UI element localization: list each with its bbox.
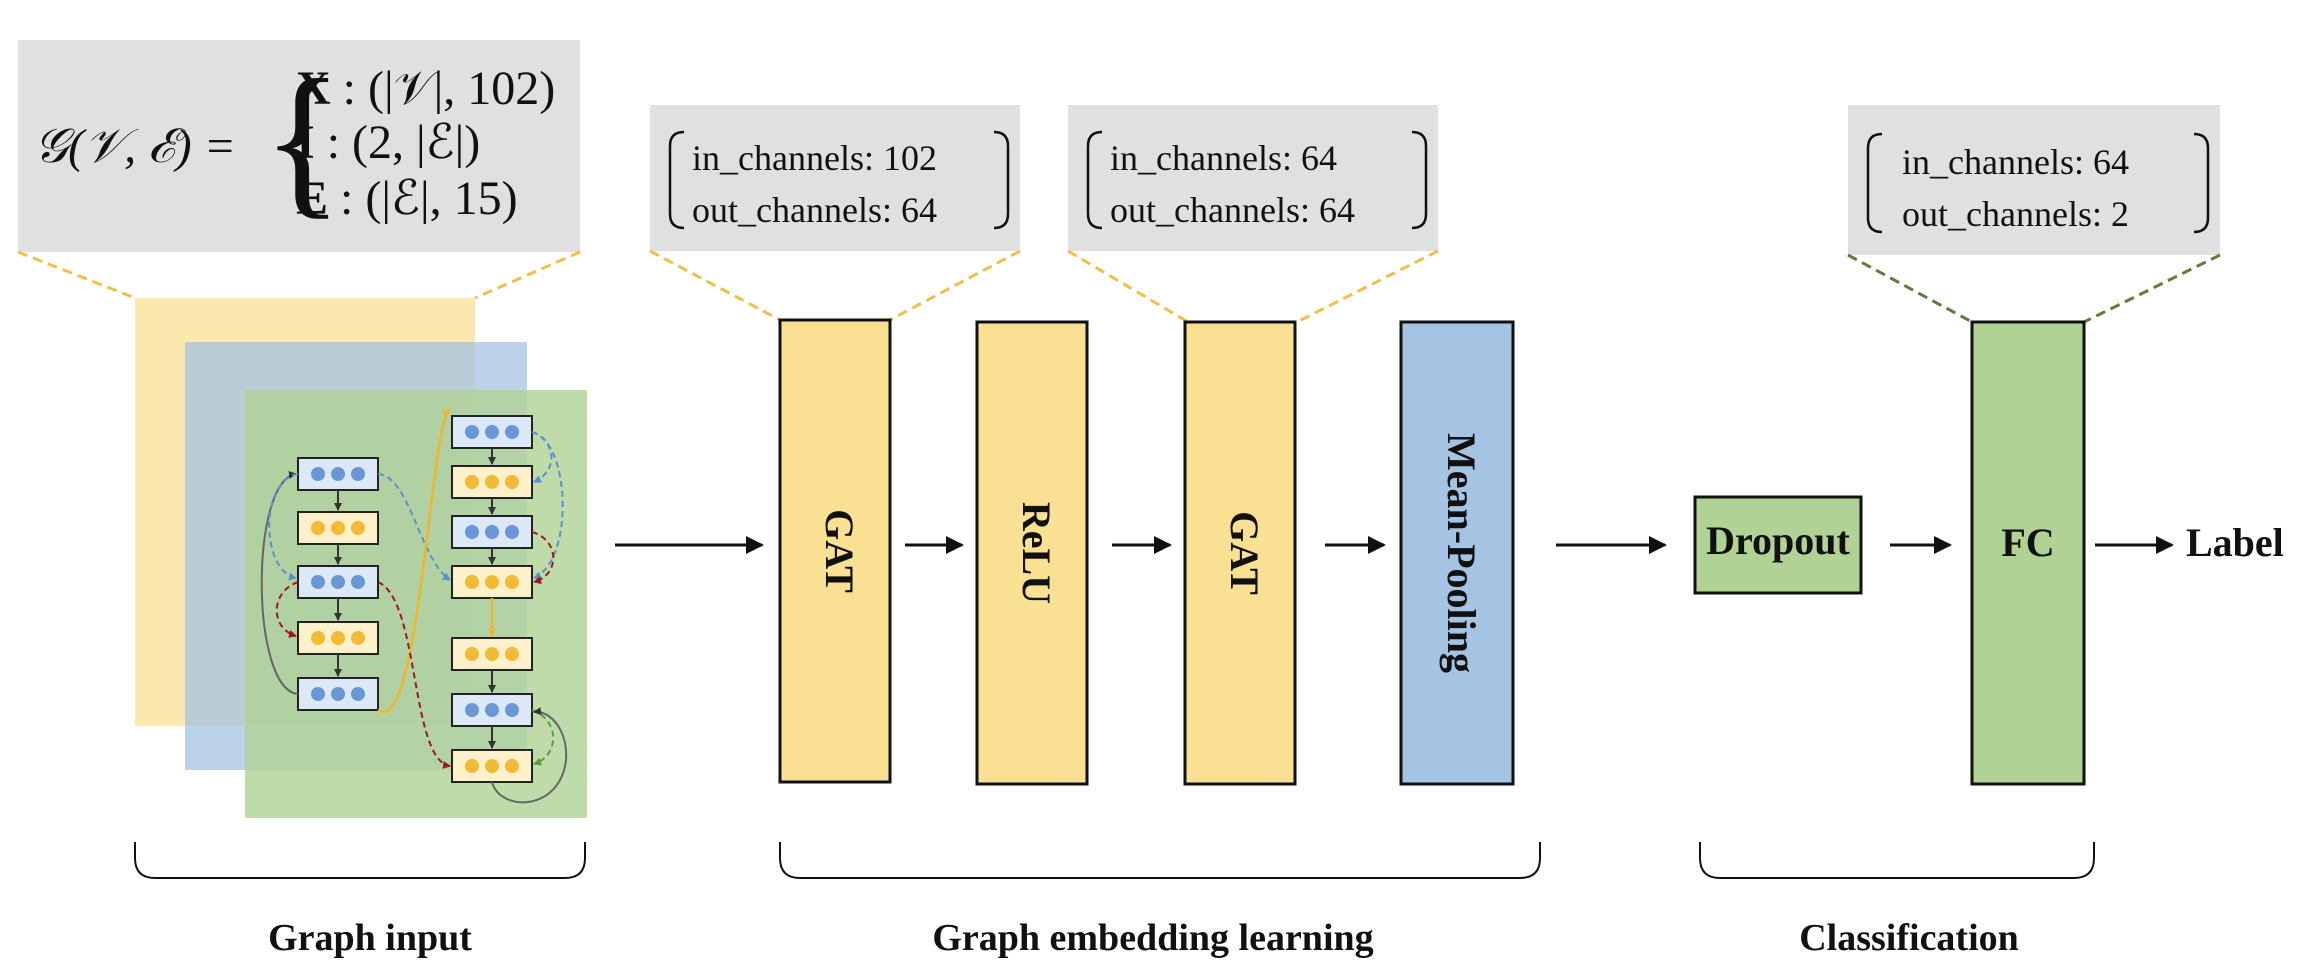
brace-graph-input	[134, 842, 586, 879]
graph-input-layers	[135, 298, 587, 818]
gat2-out-channels: out_channels: 64	[1110, 190, 1355, 230]
graph-definition-connector-left	[17, 250, 136, 300]
dropout-block-label: Dropout	[1706, 518, 1850, 563]
fc-connector-right	[2083, 253, 2221, 324]
brace-classification	[1699, 842, 2095, 879]
graph-node-yellow	[451, 465, 533, 499]
graph-node-yellow	[451, 565, 533, 599]
graph-node-blue	[297, 457, 379, 491]
graph-edge-red-dashed	[531, 531, 555, 585]
fc-block: FC	[1970, 320, 2086, 786]
graph-illustration	[260, 408, 568, 804]
section-braces	[134, 842, 2095, 879]
gat2-parameters-left-bracket	[1086, 130, 1103, 230]
graph-definition-brace: {	[262, 45, 344, 233]
graph-definition-line-i: I : (2, |ℰ|)	[296, 116, 480, 169]
graph-definition-symbol-i: I	[296, 116, 315, 169]
graph-edge-blue-dashed	[377, 473, 451, 581]
gat2-block: GAT	[1183, 320, 1297, 786]
fc-parameters: in_channels: 64 out_channels: 2	[1847, 105, 2221, 324]
fc-block-label: FC	[2001, 520, 2054, 565]
graph-node-yellow	[451, 637, 533, 671]
gat2-connector-right	[1296, 249, 1439, 324]
graph-edge-blue-dashed	[268, 473, 299, 581]
gat1-block-rect	[778, 318, 892, 784]
graph-node-blue	[451, 515, 533, 549]
graph-definition-symbol-e: E	[296, 172, 328, 225]
mean-pooling-block: Mean-Pooling	[1399, 320, 1515, 786]
fc-block-rect	[1970, 320, 2086, 786]
fc-parameters-left-bracket	[1866, 132, 1883, 234]
gat1-in-channels: in_channels: 102	[692, 138, 937, 178]
graph-definition-line-x: X : (|𝒱|, 102)	[296, 62, 555, 115]
section-label-graph-input: Graph input	[268, 917, 472, 959]
gat2-parameters-background	[1068, 105, 1438, 251]
graph-definition-box: 𝒢(𝒱, ℰ) = { X : (|𝒱|, 102) I : (2, |ℰ|) …	[17, 40, 581, 300]
graph-definition-shape-x: : (|𝒱|, 102)	[343, 62, 556, 115]
relu-block: ReLU	[975, 320, 1089, 786]
relu-block-rect	[975, 320, 1089, 786]
fc-in-channels: in_channels: 64	[1902, 142, 2129, 182]
fc-connector-left	[1847, 253, 1973, 324]
graph-definition-shape-e: : (|ℰ|, 15)	[340, 172, 518, 225]
gat1-connector-left	[649, 249, 781, 322]
gat1-parameters-background	[650, 105, 1020, 251]
graph-definition-connector-right	[474, 250, 581, 300]
gat2-block-rect	[1183, 320, 1297, 786]
graph-node-blue	[297, 565, 379, 599]
graph-definition-line-e: E : (|ℰ|, 15)	[296, 172, 518, 225]
graph-definition-symbol-x: X	[296, 62, 331, 115]
relu-block-label: ReLU	[1014, 502, 1059, 604]
section-label-graph-embedding: Graph embedding learning	[932, 917, 1373, 959]
graph-node-blue	[451, 415, 533, 449]
mean-pooling-block-label: Mean-Pooling	[1439, 433, 1484, 673]
graph-edge-blue-dashed	[531, 431, 553, 483]
graph-edges-sequential	[334, 448, 496, 749]
graph-definition-shape-i: : (2, |ℰ|)	[327, 116, 481, 169]
graph-node-yellow	[451, 749, 533, 783]
mean-pooling-block-rect	[1399, 320, 1515, 786]
feature-layer-green	[245, 390, 587, 818]
graph-edge-gray	[491, 707, 568, 804]
graph-definition-lhs: 𝒢(𝒱, ℰ) =	[34, 120, 236, 173]
graph-edge-green-dashed	[531, 709, 555, 766]
fc-out-channels: out_channels: 2	[1902, 194, 2129, 234]
graph-definition-background	[18, 40, 580, 252]
fc-parameters-right-bracket	[2193, 132, 2210, 234]
gat1-out-channels: out_channels: 64	[692, 190, 937, 230]
output-label: Label	[2186, 520, 2284, 565]
section-label-classification: Classification	[1799, 917, 2019, 959]
gat2-parameters-right-bracket	[1411, 130, 1428, 230]
graph-node-blue	[297, 677, 379, 711]
graph-edge-yellow	[377, 408, 451, 714]
gat1-parameters: in_channels: 102 out_channels: 64	[649, 105, 1021, 322]
dropout-block-rect	[1693, 495, 1863, 595]
gat1-parameters-left-bracket	[668, 130, 685, 230]
gat1-block-label: GAT	[817, 509, 862, 593]
gat2-block-label: GAT	[1222, 511, 1267, 595]
graph-edge-red-dashed	[275, 581, 299, 638]
graph-node-yellow	[297, 621, 379, 655]
fc-parameters-background	[1848, 105, 2220, 255]
gat1-parameters-right-bracket	[993, 130, 1010, 230]
gat2-connector-left	[1067, 249, 1189, 324]
graph-node-blue	[451, 693, 533, 727]
gat1-connector-right	[889, 249, 1021, 322]
dropout-block: Dropout	[1693, 495, 1863, 595]
brace-graph-embedding	[779, 842, 1541, 879]
gat2-parameters: in_channels: 64 out_channels: 64	[1067, 105, 1439, 324]
gat2-in-channels: in_channels: 64	[1110, 138, 1337, 178]
graph-node-yellow	[297, 511, 379, 545]
gat1-block: GAT	[778, 318, 892, 784]
